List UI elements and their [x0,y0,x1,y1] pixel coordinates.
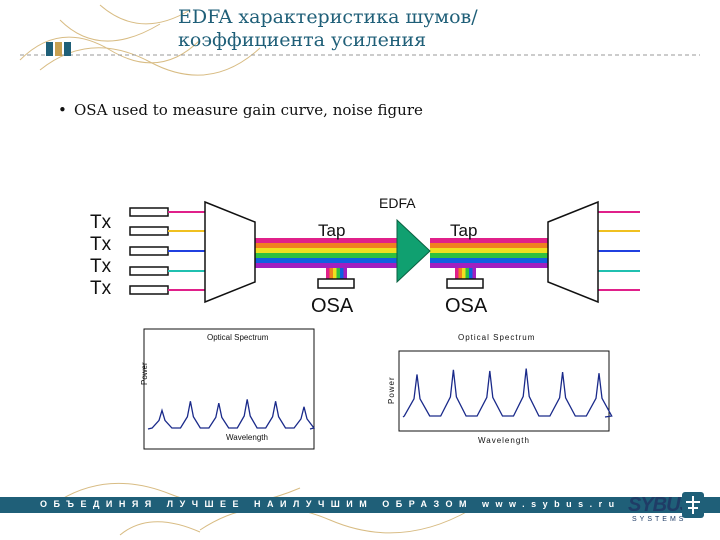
logo-emblem-icon [682,492,704,518]
osa-box-2 [446,278,484,289]
input-channel-lines [168,211,205,291]
tap-stripe [465,268,469,279]
spectrum-2-ylabel: Power [387,376,396,404]
mux-trapezoid [204,200,256,304]
tx-label: Tx [90,234,112,255]
bullet-dot-icon: • [58,101,67,119]
beam-stripe [430,238,548,243]
tx-label: Tx [90,256,112,277]
spectrum-2-title: Optical Spectrum [458,333,536,342]
spectrum-1-title: Optical Spectrum [207,333,269,342]
beam-stripe [255,253,397,258]
beam-stripe [255,248,397,253]
beam-stripe [430,263,548,268]
optical-spectrum-2 [398,350,613,432]
tap-2-branch [455,268,476,279]
demux-trapezoid [547,200,599,304]
tap-stripe [462,268,466,279]
tx-label: Tx [90,212,112,233]
header-decoration [19,4,700,76]
beam-stripe [255,243,397,248]
beam-stripe [430,248,548,253]
beam-stripe [255,258,397,263]
spectrum-1-xlabel: Wavelength [226,433,268,442]
logo-subtext: SYSTEMS [632,516,687,523]
tap-stripe [336,268,340,279]
spectrum-trace [147,399,316,430]
tx-box [129,266,169,276]
footer-slogan: ОБЪЕДИНЯЯ ЛУЧШЕЕ НАИЛУЧШИМ ОБРАЗОМ www.s… [40,499,621,509]
tap-label-1: Tap [318,221,346,240]
beam-stripe [430,258,548,263]
tap-stripe [458,268,462,279]
tx-labels: Tx Tx Tx Tx [90,212,111,300]
osa-label-1: OSA [311,295,354,317]
bullet-item: • OSA used to measure gain curve, noise f… [58,101,423,119]
beam-segment-2 [430,238,548,268]
tap-stripe [340,268,344,279]
edfa-amplifier-icon [396,218,431,284]
title-line-1: EDFA характеристика шумов/ [178,6,478,28]
tap-stripe [333,268,337,279]
spectrum-1-ylabel: Power [140,362,149,385]
tap-stripe [326,268,330,279]
spectrum-trace [402,368,613,418]
tap-stripe [455,268,459,279]
output-channel-lines [598,211,640,291]
beam-stripe [255,238,397,243]
optical-spectrum-1 [143,328,316,450]
beam-stripe [430,243,548,248]
tap-stripe [329,268,333,279]
osa-box-1 [317,278,355,289]
tx-box [129,285,169,295]
tx-box [129,246,169,256]
beam-segment-1 [255,238,397,268]
tx-label: Tx [90,278,112,299]
spectrum-frame [398,350,610,432]
tx-box [129,226,169,236]
tx-box [129,207,169,217]
tap-stripe [469,268,473,279]
title-line-2: коэффициента усиления [178,29,427,51]
spectrum-2-xlabel: Wavelength [478,436,530,445]
bullet-text: OSA used to measure gain curve, noise fi… [74,101,423,119]
edfa-label: EDFA [379,195,416,211]
page-title: EDFA характеристика шумов/ коэффициента … [178,6,598,52]
footer-band [0,497,720,513]
tap-stripe [472,268,476,279]
edfa-diagram [129,200,640,304]
beam-stripe [430,253,548,258]
osa-label-2: OSA [445,295,488,317]
tap-stripe [343,268,347,279]
tap-1-branch [326,268,347,279]
tx-boxes [129,207,169,295]
spectrum-frame [143,328,315,450]
tap-label-2: Tap [450,221,478,240]
logo: SYBUS SYSTEMS [626,490,706,526]
logo-text: SYBUS [628,494,693,516]
beam-stripe [255,263,397,268]
